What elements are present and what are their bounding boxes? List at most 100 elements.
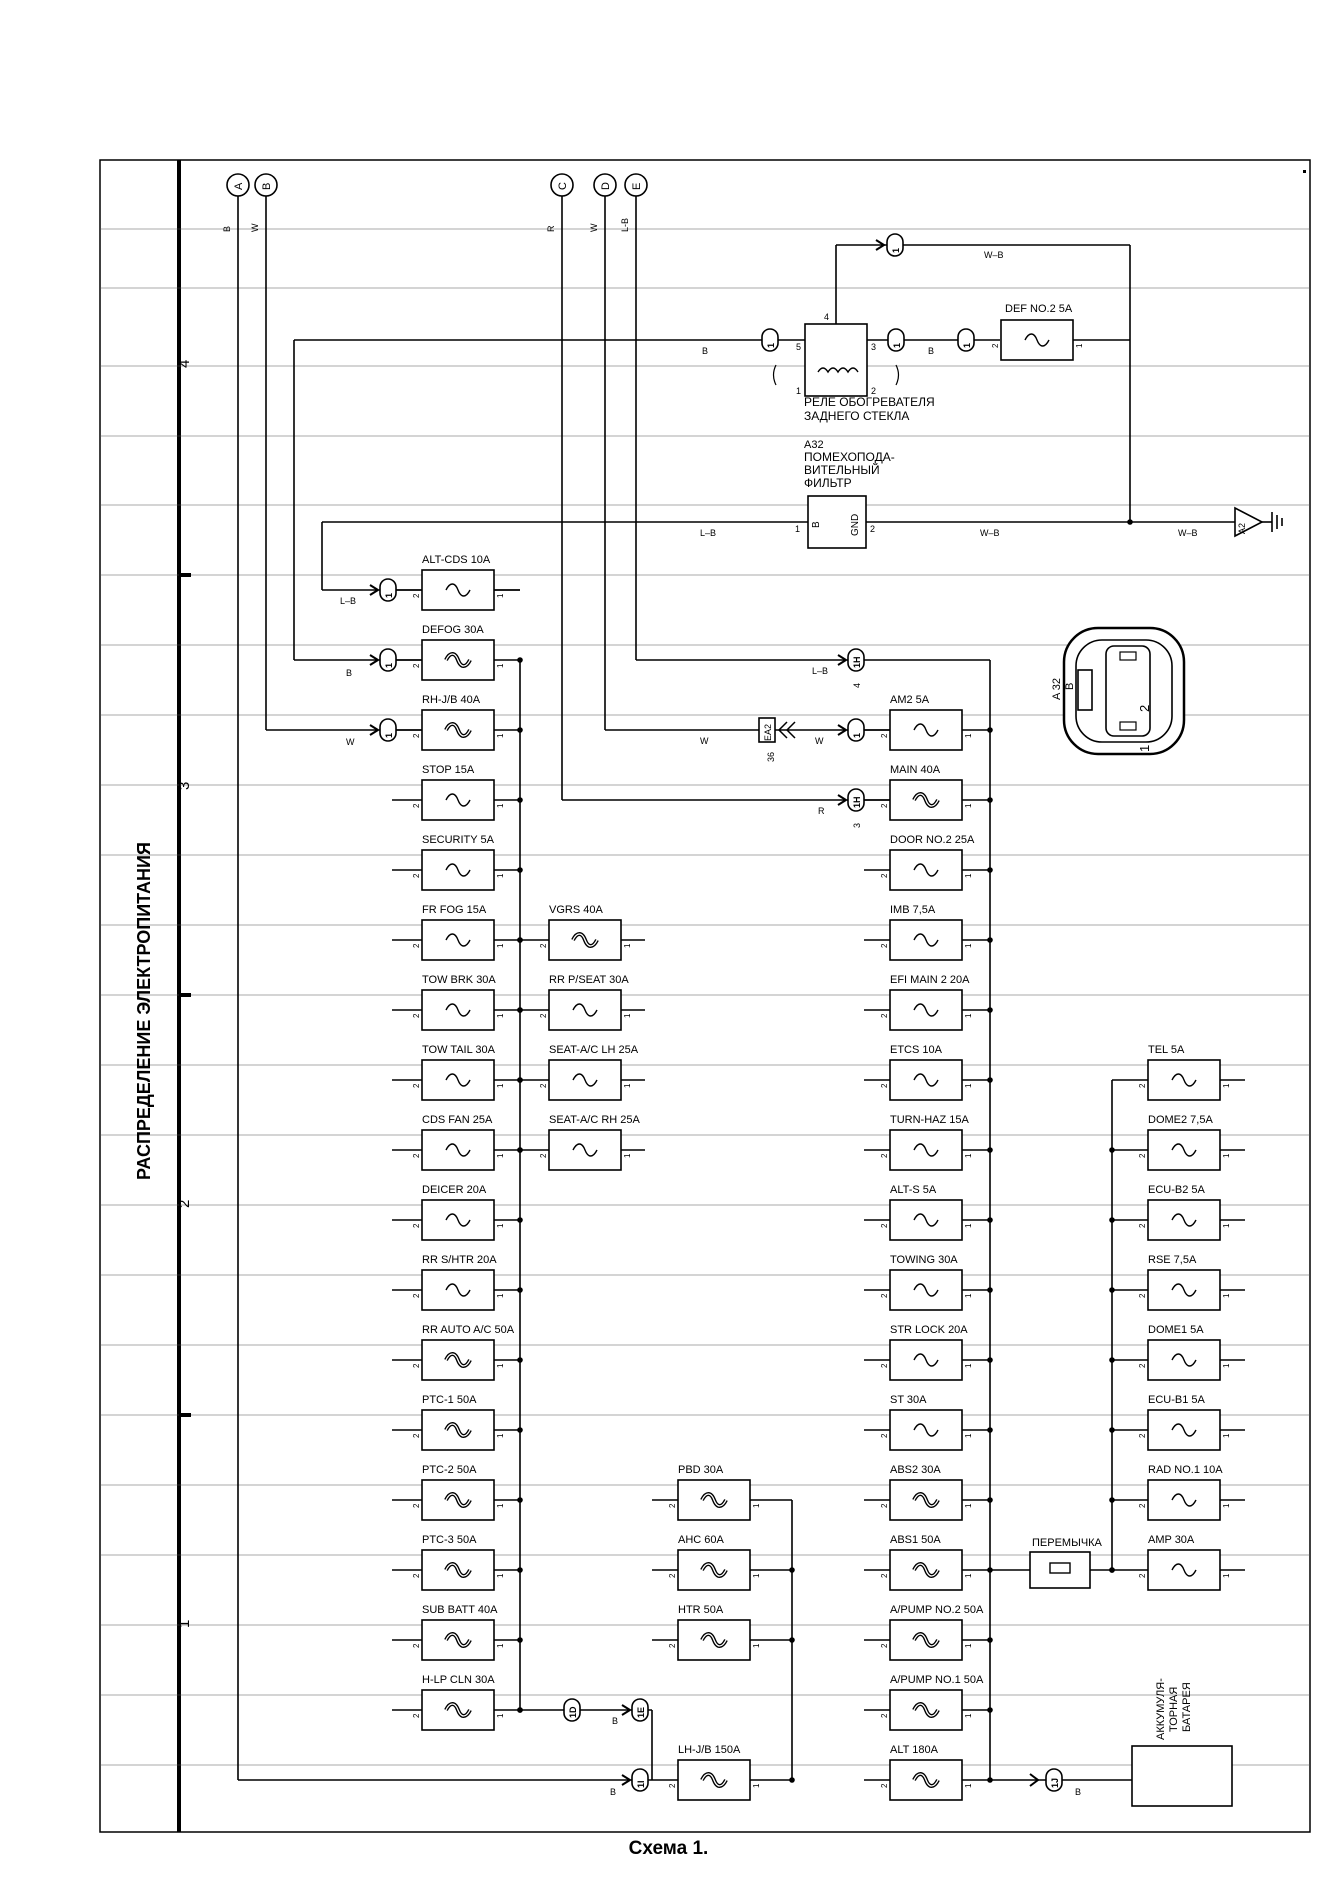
fuse-pin: 2 (880, 1083, 889, 1088)
terminal-b (254, 173, 278, 197)
filter-pin-1: 1 (795, 524, 800, 534)
wire-label: R (818, 806, 825, 816)
connector-arrow (369, 724, 379, 736)
fuse-element (913, 1703, 939, 1717)
terminal-wire-color: R (546, 225, 556, 232)
terminal-label: B (261, 183, 273, 190)
junction-dot (987, 1357, 993, 1363)
connector-sub: B (1064, 683, 1076, 690)
fuse-label: CDS FAN 25A (422, 1114, 493, 1126)
relay-pin-4: 4 (824, 312, 829, 322)
junction-dot (987, 1567, 993, 1573)
fuse-pin: 2 (1138, 1223, 1147, 1228)
fuse-label: STOP 15A (422, 764, 475, 776)
fuse-pin: 1 (964, 1293, 973, 1298)
fuse-element (1171, 1423, 1197, 1437)
wire-label: B (610, 1787, 616, 1797)
fuse-element (1171, 1283, 1197, 1297)
connector-body (847, 788, 865, 812)
fuse-pin: 1 (964, 1223, 973, 1228)
fuse-element (913, 1563, 939, 1577)
filter-label-3: ФИЛЬТР (804, 476, 852, 490)
fuse-element (701, 1493, 727, 1507)
fuse-pin: 2 (412, 1293, 421, 1298)
connector-key (1119, 721, 1137, 731)
terminal-wire-color: L-B (620, 218, 630, 232)
fuse-pin: 2 (880, 1573, 889, 1578)
fuse-pin: 2 (880, 733, 889, 738)
fuse-pin: 2 (668, 1783, 677, 1788)
connector-code: 1J (1050, 1778, 1060, 1788)
fuse-pin: 2 (880, 1713, 889, 1718)
terminal-wire-color: W (589, 223, 599, 232)
fuse-label: RSE 7,5A (1148, 1254, 1197, 1266)
fuse-element (572, 1073, 598, 1087)
ground-triangle (1234, 506, 1264, 538)
junction-dot (789, 1567, 795, 1573)
fuse-pin: 2 (880, 1013, 889, 1018)
terminal-wire-color: B (222, 226, 232, 232)
fuse-pin: 2 (668, 1503, 677, 1508)
fuse-label: RH-J/B 40A (422, 694, 481, 706)
fuse-pin: 1 (752, 1783, 761, 1788)
wire-label: W (815, 736, 824, 746)
fuse-label: RR S/HTR 20A (422, 1254, 497, 1266)
junction-dot (1109, 1217, 1115, 1223)
fuse-pin: 2 (880, 943, 889, 948)
fuse-pin: 1 (964, 1783, 973, 1788)
fuse-pin: 2 (412, 873, 421, 878)
fuse-pin: 2 (412, 593, 421, 598)
fuse-element (1171, 1493, 1197, 1507)
connector-wb: 1 (886, 233, 904, 257)
fuse-pin: 1 (964, 1013, 973, 1018)
connector-altcds: 1 (369, 578, 397, 602)
junction-dot (1109, 1287, 1115, 1293)
connector-code: 1H (852, 796, 862, 808)
fuse-element (1171, 1563, 1197, 1577)
def-fuse-label: DEF NO.2 5A (1005, 303, 1073, 315)
connector-code: A 32 (1051, 678, 1063, 700)
fuse-label: RR AUTO A/C 50A (422, 1324, 515, 1336)
fuse-pin: 1 (496, 663, 505, 668)
battery-label-3: БАТАРЕЯ (1181, 1682, 1193, 1732)
fuse-label: ECU-B1 5A (1148, 1394, 1206, 1406)
fuse-element (913, 1073, 939, 1087)
connector-latch (1077, 669, 1093, 711)
fuse-element (445, 1493, 471, 1507)
fuse-label: TURN-HAZ 15A (890, 1114, 970, 1126)
connector-a32 (1062, 626, 1186, 756)
fuse-pin: 1 (964, 1153, 973, 1158)
fuse-element (445, 1633, 471, 1647)
fuse-pin: 1 (496, 1293, 505, 1298)
relay-pin-1: 1 (796, 386, 801, 396)
fuse-pin: 1 (623, 1013, 632, 1018)
fuse-element (913, 1773, 939, 1787)
fuse-label: AHC 60A (678, 1534, 725, 1546)
fuse-element (913, 723, 939, 737)
connector-body (379, 578, 397, 602)
fuse-pin: 1 (1222, 1223, 1231, 1228)
connector-arrow (621, 1774, 631, 1786)
fuse-pin: 2 (880, 1643, 889, 1648)
fuse-pin: 2 (880, 1503, 889, 1508)
connector-body (886, 233, 904, 257)
fuse-element (913, 1493, 939, 1507)
wire-label: B (346, 668, 352, 678)
fuse-pin: 1 (1222, 1573, 1231, 1578)
relay-box (804, 323, 868, 397)
fuse-pin: 1 (964, 1433, 973, 1438)
fuse-element (701, 1773, 727, 1787)
fuse-pin: 2 (668, 1573, 677, 1578)
junction-dot (1109, 1147, 1115, 1153)
fuse-box (889, 1759, 963, 1801)
fuse-pin: 1 (496, 733, 505, 738)
connector-1H-b: 1H (837, 788, 865, 812)
